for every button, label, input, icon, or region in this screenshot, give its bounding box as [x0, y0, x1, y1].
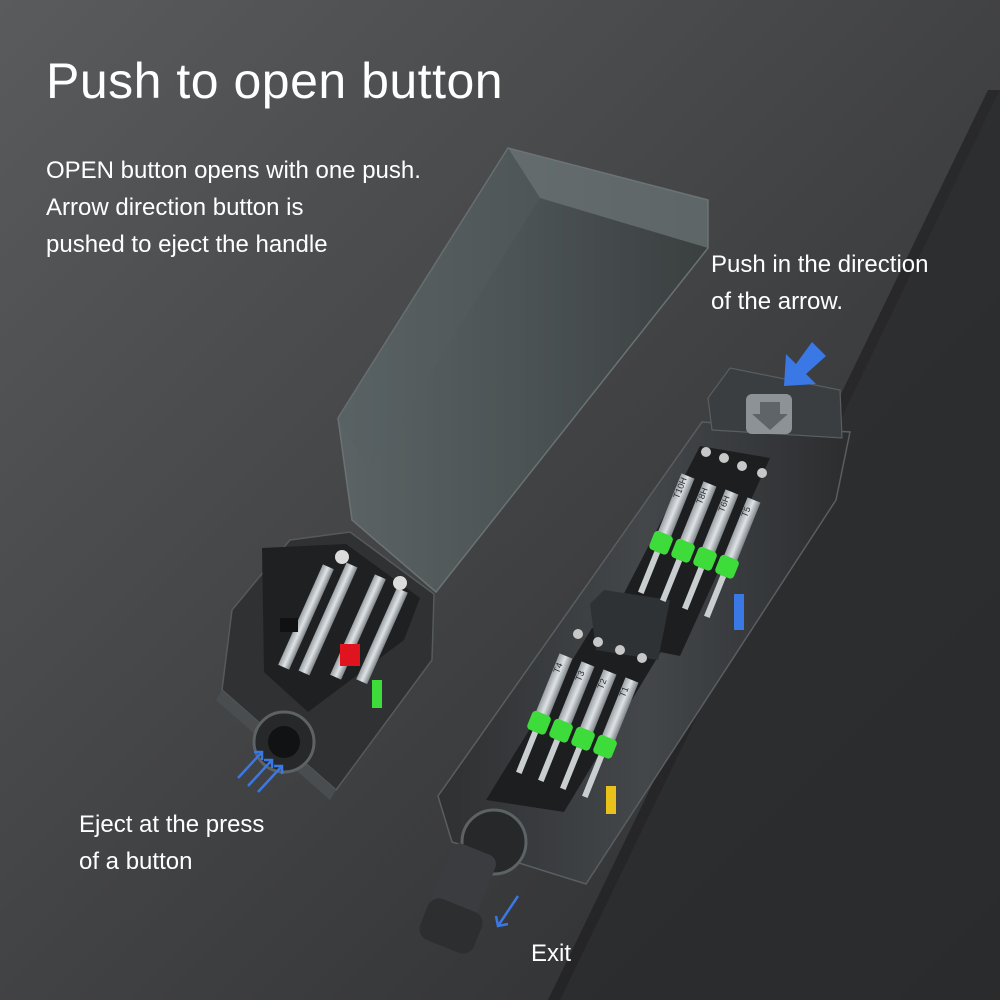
top-bit-1: T8H: [660, 481, 717, 602]
bottom-bit-shank: [601, 677, 639, 742]
top-bit-tip: [682, 566, 705, 610]
top-bit-collar: [715, 554, 739, 579]
top-bit-label: T5: [739, 505, 752, 518]
bottom-bit-tip: [582, 754, 605, 798]
description-line-2: Arrow direction button is: [46, 194, 304, 221]
push-direction-arrow: [784, 342, 826, 386]
eject-arrows: [237, 750, 284, 793]
top-bit-shank: [701, 489, 739, 554]
bottom-bit-label: T3: [573, 669, 586, 682]
bottom-bit-2: T2: [560, 669, 617, 790]
push-callout-line-2: of the arrow.: [711, 288, 844, 315]
bottom-bit-shank: [579, 669, 617, 734]
push-callout-line-1: Push in the direction: [711, 251, 929, 278]
top-bit-collar: [671, 538, 695, 563]
top-bit-2: T6H: [682, 489, 739, 610]
bottom-bit-collar: [527, 710, 551, 735]
bottom-bit-0: T4: [516, 653, 573, 774]
bottom-bit-label: T1: [617, 685, 630, 698]
bottom-bit-tip: [516, 730, 539, 774]
top-bit-3: T5: [704, 497, 761, 618]
description-text: OPEN button opens with one push. Arrow d…: [46, 152, 566, 263]
top-bit-shank: [657, 473, 695, 538]
push-callout: Push in the direction of the arrow.: [711, 246, 991, 320]
left-tool: [216, 147, 709, 800]
bottom-bit-3: T1: [582, 677, 639, 798]
bottom-bit-label: T2: [595, 677, 608, 690]
exit-label: Exit: [531, 940, 572, 967]
bottom-bit-collar: [571, 726, 595, 751]
top-bit-collar: [649, 530, 673, 555]
eject-callout: Eject at the press of a button: [79, 806, 379, 880]
button-arrow-icon: [752, 402, 788, 430]
bottom-bit-shank: [557, 661, 595, 726]
eject-callout-line-1: Eject at the press: [79, 811, 265, 838]
exit-arrow: [494, 895, 520, 928]
bottom-bit-tip: [560, 746, 583, 790]
description-line-3: pushed to eject the handle: [46, 231, 328, 258]
top-bit-tip: [704, 574, 727, 618]
top-bit-shank: [723, 497, 761, 562]
top-bit-tip: [638, 550, 661, 594]
bottom-bit-tip: [538, 738, 561, 782]
red-bit-collar: [340, 644, 360, 666]
bottom-bit-1: T3: [538, 661, 595, 782]
bottom-bit-shank: [535, 653, 573, 718]
description-line-1: OPEN button opens with one push.: [46, 157, 421, 184]
bottom-bit-collar: [593, 734, 617, 759]
eject-callout-line-2: of a button: [79, 848, 193, 875]
top-bit-collar: [693, 546, 717, 571]
headline: Push to open button: [46, 53, 504, 109]
bottom-bit-label: T4: [551, 661, 564, 674]
top-bit-tip: [660, 558, 683, 602]
top-bit-shank: [679, 481, 717, 546]
bottom-bit-collar: [549, 718, 573, 743]
